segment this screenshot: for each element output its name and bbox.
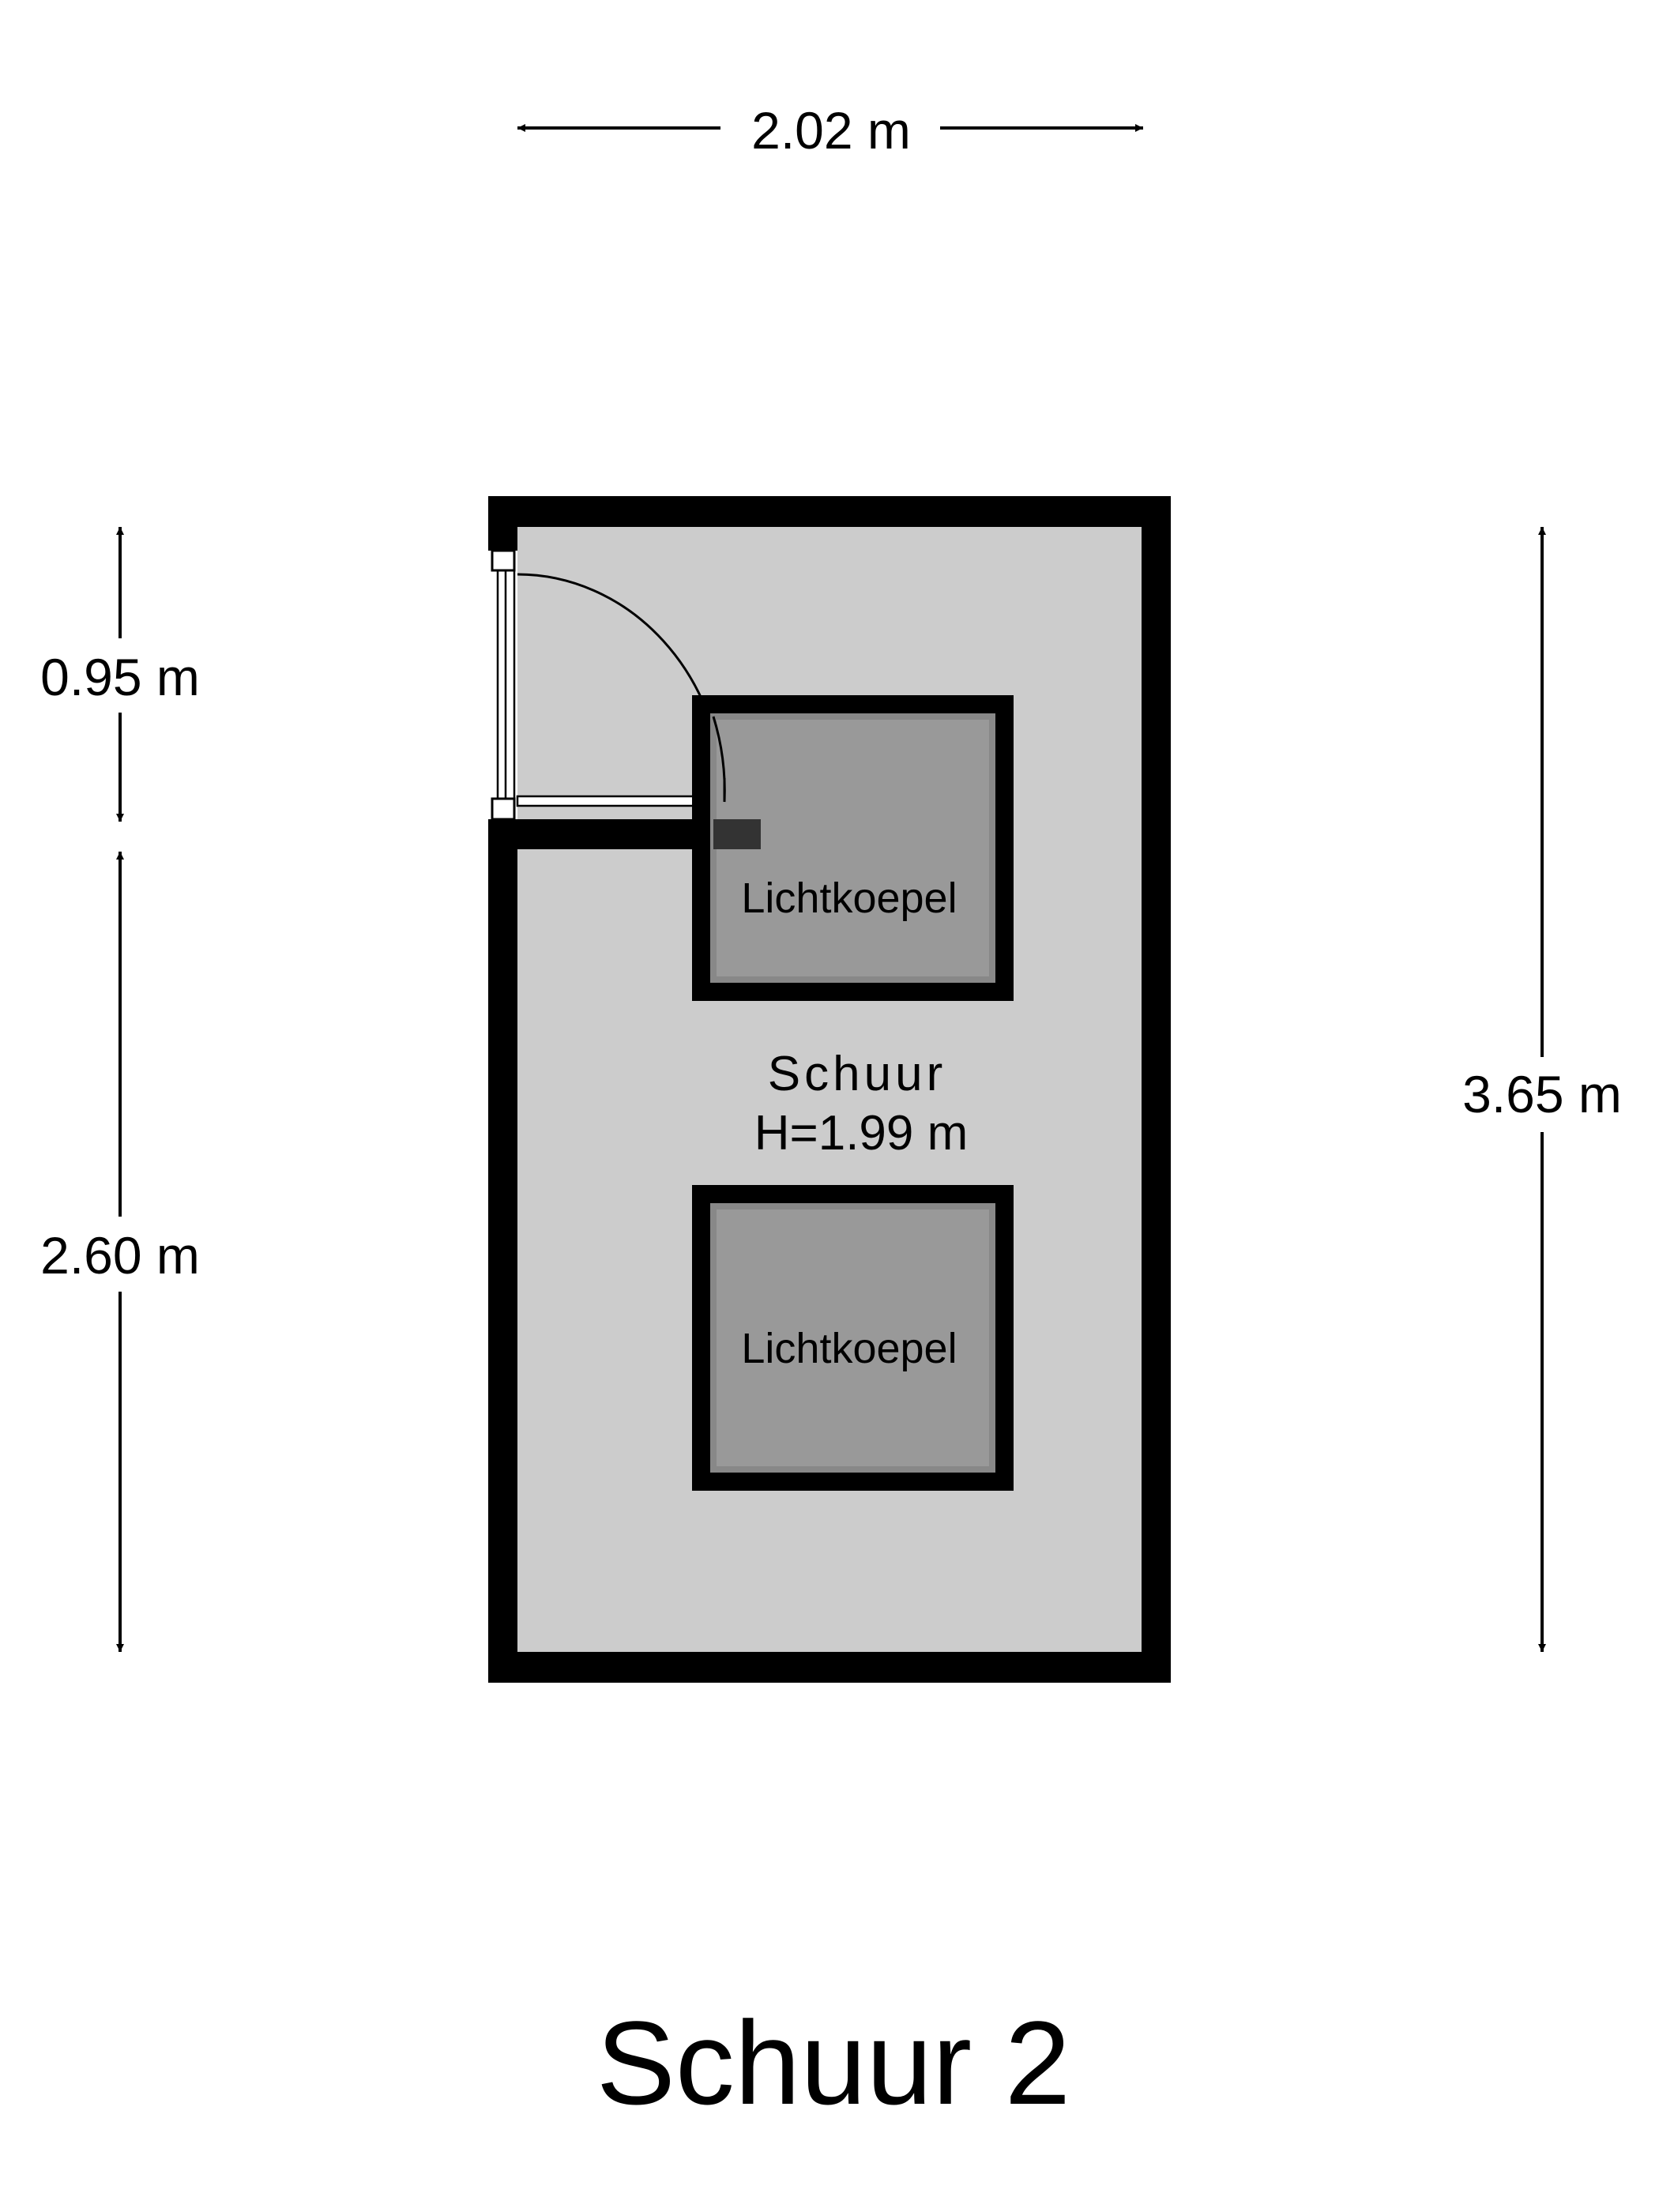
partition-wall	[517, 819, 695, 849]
plan-title: Schuur 2	[596, 1996, 1070, 2129]
dimension-left-upper: 0.95 m	[40, 648, 200, 706]
dimension-left-lower: 2.60 m	[40, 1226, 200, 1285]
skylight-glass-2	[710, 1203, 995, 1473]
skylight-label-1: Lichtkoepel	[741, 875, 957, 922]
door-jamb-top	[491, 549, 516, 572]
room-name: Schuur	[768, 1047, 946, 1101]
door-jamb-bottom	[491, 797, 516, 821]
partition-wall-end	[713, 819, 761, 849]
door-opening	[488, 551, 517, 819]
dimension-right-total: 3.65 m	[1462, 1065, 1622, 1123]
dimension-width-top: 2.02 m	[751, 101, 911, 160]
skylight-label-2: Lichtkoepel	[741, 1325, 957, 1372]
room-height: H=1.99 m	[754, 1106, 969, 1161]
